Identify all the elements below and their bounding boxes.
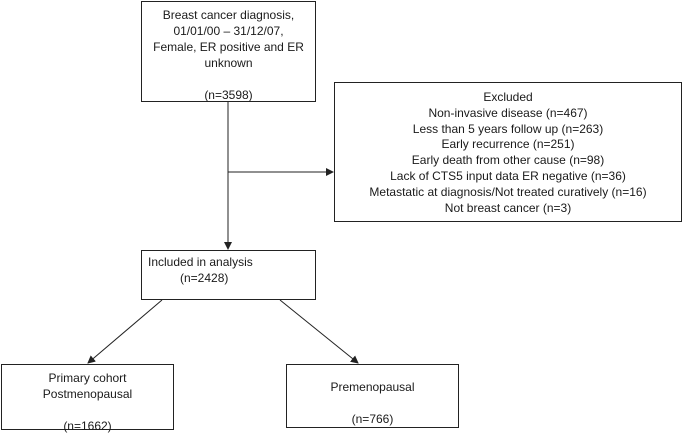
primary-line: Postmenopausal (42, 387, 133, 401)
included-box: Included in analysis (n=2428) (141, 250, 316, 300)
excluded-item: Not breast cancer (n=3) (444, 200, 572, 215)
primary-cohort-box: Primary cohort Postmenopausal (n=1662) (1, 364, 174, 433)
premenopausal-box: Premenopausal (n=766) (286, 364, 459, 428)
included-count: (n=2428) (180, 271, 229, 285)
arrow-included-to-premenopausal (279, 299, 359, 364)
excluded-item: Early recurrence (n=251) (441, 137, 575, 152)
excluded-item: Early death from other cause (n=98) (411, 153, 605, 168)
diagnosis-line: 01/01/00 – 31/12/07, (173, 24, 284, 38)
excluded-item: Lack of CTS5 input data ER negative (n=3… (390, 168, 626, 183)
diagnosis-line: Breast cancer diagnosis, (162, 8, 295, 22)
diagnosis-line: unknown (204, 56, 253, 70)
spacer (142, 71, 315, 87)
primary-line: Primary cohort (48, 371, 127, 385)
excluded-box: Excluded Non-invasive disease (n=467) Le… (334, 82, 682, 222)
spacer (2, 402, 173, 418)
premenopausal-count: (n=766) (351, 412, 394, 426)
diagnosis-line: Female, ER positive and ER (153, 40, 304, 54)
included-label: Included in analysis (148, 255, 253, 269)
primary-count: (n=1662) (63, 419, 112, 433)
diagnosis-box: Breast cancer diagnosis, 01/01/00 – 31/1… (141, 1, 316, 102)
excluded-title: Excluded (483, 90, 533, 104)
excluded-item: Non-invasive disease (n=467) (428, 105, 588, 120)
spacer (287, 395, 458, 411)
premenopausal-label: Premenopausal (330, 380, 415, 394)
arrow-included-to-primary (87, 299, 163, 364)
excluded-item: Less than 5 years follow up (n=263) (412, 121, 604, 136)
excluded-item: Metastatic at diagnosis/Not treated cura… (369, 184, 647, 199)
diagnosis-count: (n=3598) (204, 88, 253, 102)
